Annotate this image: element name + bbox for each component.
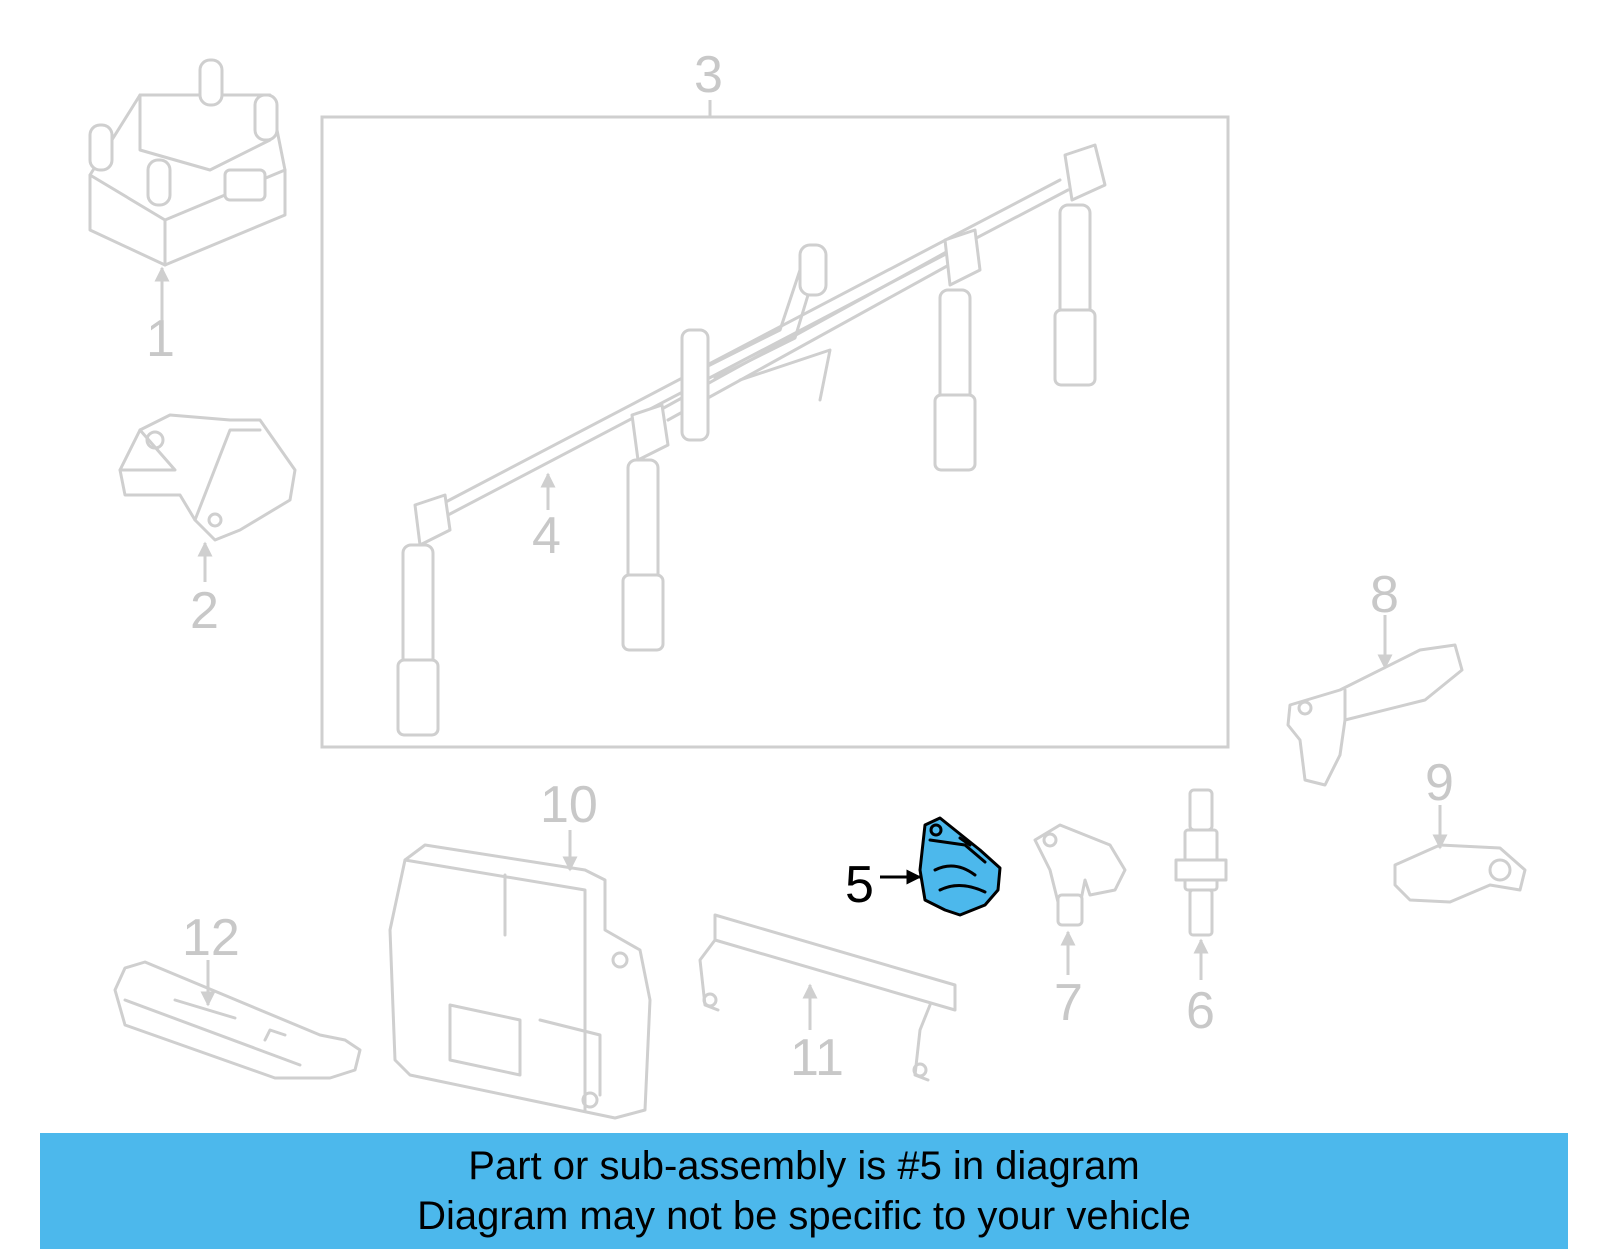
part-1-ignition-coil[interactable]: 1 (88, 58, 287, 368)
part-5-clip-highlighted[interactable]: 5 (845, 816, 1002, 917)
callout-4: 4 (532, 507, 561, 565)
part-6-spark-plug[interactable]: 6 (1174, 788, 1228, 1040)
callout-6: 6 (1186, 982, 1215, 1040)
part-10-ecu[interactable]: 10 (388, 776, 652, 1120)
callout-12: 12 (182, 909, 240, 967)
callout-5: 5 (845, 856, 874, 914)
part-11-bracket-strip[interactable]: 11 (698, 913, 957, 1087)
info-banner: Part or sub-assembly is #5 in diagram Di… (40, 1133, 1568, 1249)
part-9-knock-sensor[interactable]: 9 (1393, 754, 1527, 904)
part-7-sensor[interactable]: 7 (1033, 823, 1127, 1032)
callout-7: 7 (1054, 974, 1083, 1032)
callout-11: 11 (790, 1029, 844, 1087)
callout-2: 2 (190, 582, 219, 640)
part-3-wire-set-box[interactable]: 3 (320, 46, 1230, 749)
part-12-cover[interactable]: 12 (113, 909, 362, 1080)
part-8-crank-sensor[interactable]: 8 (1286, 566, 1464, 787)
callout-3: 3 (694, 46, 723, 104)
callout-1: 1 (146, 310, 175, 368)
callout-9: 9 (1425, 754, 1454, 812)
part-2-bracket[interactable]: 2 (118, 413, 297, 640)
callout-8: 8 (1370, 566, 1399, 624)
banner-line-part-number: Part or sub-assembly is #5 in diagram (468, 1144, 1140, 1188)
callout-10: 10 (540, 776, 598, 834)
part-4-ignition-wires[interactable]: 4 (396, 143, 1107, 737)
banner-line-disclaimer: Diagram may not be specific to your vehi… (417, 1194, 1191, 1238)
